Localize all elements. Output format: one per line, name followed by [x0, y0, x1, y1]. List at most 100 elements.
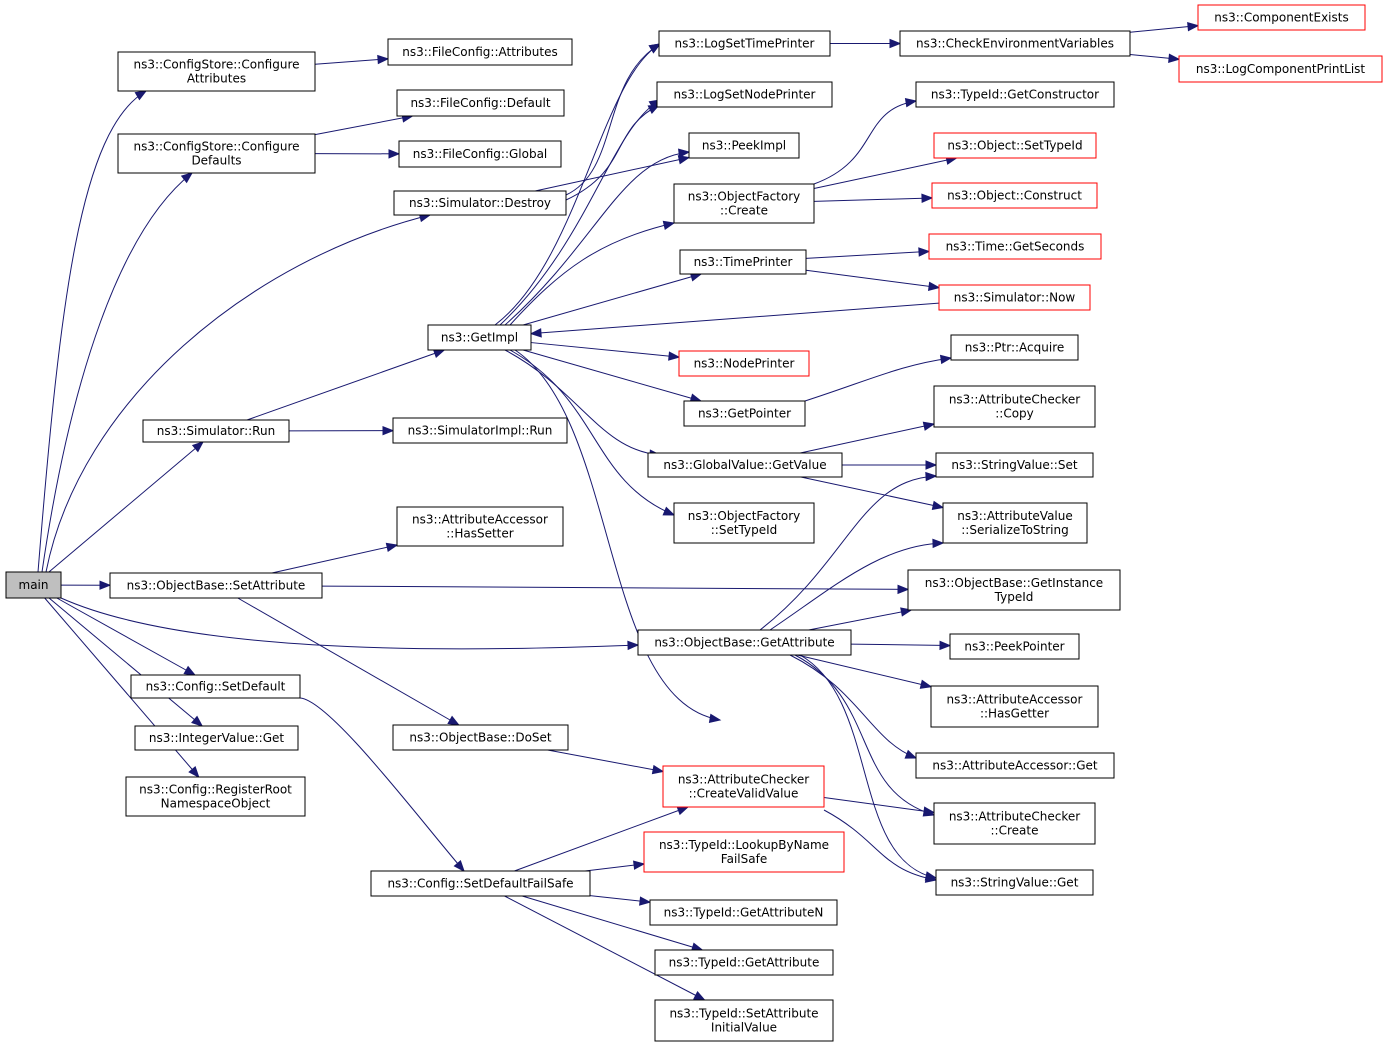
node-aa-hasgetter[interactable]: ns3::AttributeAccessor::HasGetter [930, 685, 1099, 728]
node-box-log-settp[interactable] [658, 30, 831, 57]
node-box-cs-def[interactable] [117, 133, 316, 174]
node-box-aa-get[interactable] [915, 752, 1115, 779]
node-box-aa-hassetter[interactable] [396, 506, 564, 547]
node-of-create[interactable]: ns3::ObjectFactory::Create [673, 183, 815, 224]
node-ob-getattr[interactable]: ns3::ObjectBase::GetAttribute [637, 629, 852, 656]
node-simimpl-run[interactable]: ns3::SimulatorImpl::Run [392, 417, 568, 444]
node-box-tid-getattrn[interactable] [649, 899, 838, 926]
node-box-sim-run[interactable] [142, 419, 290, 443]
node-aa-get[interactable]: ns3::AttributeAccessor::Get [915, 752, 1115, 779]
node-getimpl[interactable]: ns3::GetImpl [427, 324, 532, 351]
node-box-aa-hasgetter[interactable] [930, 685, 1099, 728]
node-box-log-setnp[interactable] [656, 81, 833, 108]
node-box-obj-construct[interactable] [931, 182, 1098, 209]
node-ptr-acquire[interactable]: ns3::Ptr::Acquire [950, 334, 1079, 361]
node-sim-now[interactable]: ns3::Simulator::Now [938, 284, 1091, 311]
node-fc-def[interactable]: ns3::FileConfig::Default [396, 89, 565, 117]
node-box-int-get[interactable] [134, 725, 299, 751]
node-box-cfg-regroot[interactable] [125, 776, 306, 817]
node-tid-getattrn[interactable]: ns3::TypeId::GetAttributeN [649, 899, 838, 926]
node-box-ac-copy[interactable] [933, 385, 1096, 428]
node-box-tid-getctor[interactable] [915, 81, 1115, 108]
node-box-check-env[interactable] [899, 30, 1131, 57]
node-ac-create[interactable]: ns3::AttributeChecker::Create [933, 802, 1096, 845]
node-box-time-getsec[interactable] [928, 233, 1102, 260]
node-obj-settypeid[interactable]: ns3::Object::SetTypeId [933, 132, 1097, 159]
node-box-ob-doset[interactable] [392, 724, 569, 751]
node-box-cs-attr[interactable] [117, 51, 316, 92]
node-box-gv-getvalue[interactable] [647, 452, 843, 478]
node-box-sv-set[interactable] [935, 452, 1094, 478]
node-aa-hassetter[interactable]: ns3::AttributeAccessor::HasSetter [396, 506, 564, 547]
node-box-ac-create[interactable] [933, 802, 1096, 845]
node-box-obj-settypeid[interactable] [933, 132, 1097, 159]
node-box-peekpointer[interactable] [949, 633, 1080, 660]
node-box-simimpl-run[interactable] [392, 417, 568, 444]
node-box-ac-createvalid[interactable] [662, 765, 825, 808]
node-int-get[interactable]: ns3::IntegerValue::Get [134, 725, 299, 751]
node-peekimpl[interactable]: ns3::PeekImpl [688, 132, 800, 159]
node-box-cfg-setdeffs[interactable] [370, 870, 591, 897]
node-ob-doset[interactable]: ns3::ObjectBase::DoSet [392, 724, 569, 751]
node-box-ob-getinst[interactable] [907, 569, 1121, 611]
node-timeprinter[interactable]: ns3::TimePrinter [679, 249, 807, 275]
node-fc-attr[interactable]: ns3::FileConfig::Attributes [387, 38, 573, 66]
node-ob-setattr[interactable]: ns3::ObjectBase::SetAttribute [109, 572, 323, 599]
node-box-ptr-acquire[interactable] [950, 334, 1079, 361]
node-peekpointer[interactable]: ns3::PeekPointer [949, 633, 1080, 660]
node-log-setnp[interactable]: ns3::LogSetNodePrinter [656, 81, 833, 108]
node-box-sim-now[interactable] [938, 284, 1091, 311]
node-box-main[interactable] [5, 571, 62, 599]
node-fc-glob[interactable]: ns3::FileConfig::Global [398, 140, 562, 168]
node-nodeprinter[interactable]: ns3::NodePrinter [678, 350, 810, 377]
node-check-env[interactable]: ns3::CheckEnvironmentVariables [899, 30, 1131, 57]
node-box-av-serialize[interactable] [942, 502, 1088, 544]
node-box-peekimpl[interactable] [688, 132, 800, 159]
node-box-of-settypeid[interactable] [673, 502, 815, 544]
node-box-cfg-setdef[interactable] [130, 674, 301, 699]
node-log-settp[interactable]: ns3::LogSetTimePrinter [658, 30, 831, 57]
node-cfg-setdeffs[interactable]: ns3::Config::SetDefaultFailSafe [370, 870, 591, 897]
node-time-getsec[interactable]: ns3::Time::GetSeconds [928, 233, 1102, 260]
node-of-settypeid[interactable]: ns3::ObjectFactory::SetTypeId [673, 502, 815, 544]
node-sv-get[interactable]: ns3::StringValue::Get [935, 869, 1094, 896]
node-box-getimpl[interactable] [427, 324, 532, 351]
node-av-serialize[interactable]: ns3::AttributeValue::SerializeToString [942, 502, 1088, 544]
node-box-ob-setattr[interactable] [109, 572, 323, 599]
node-tid-getctor[interactable]: ns3::TypeId::GetConstructor [915, 81, 1115, 108]
node-sv-set[interactable]: ns3::StringValue::Set [935, 452, 1094, 478]
node-box-fc-def[interactable] [396, 89, 565, 117]
node-box-tid-setattrinit[interactable] [654, 999, 834, 1042]
node-gv-getvalue[interactable]: ns3::GlobalValue::GetValue [647, 452, 843, 478]
node-ac-copy[interactable]: ns3::AttributeChecker::Copy [933, 385, 1096, 428]
node-obj-construct[interactable]: ns3::Object::Construct [931, 182, 1098, 209]
node-box-ob-getattr[interactable] [637, 629, 852, 656]
node-ac-createvalid[interactable]: ns3::AttributeChecker::CreateValidValue [662, 765, 825, 808]
node-box-comp-exists[interactable] [1197, 4, 1366, 31]
node-box-sv-get[interactable] [935, 869, 1094, 896]
node-cfg-setdef[interactable]: ns3::Config::SetDefault [130, 674, 301, 699]
node-box-tid-getattr[interactable] [654, 949, 834, 976]
node-log-comp-print[interactable]: ns3::LogComponentPrintList [1178, 55, 1383, 83]
node-box-nodeprinter[interactable] [678, 350, 810, 377]
node-box-tid-lookup[interactable] [643, 831, 845, 873]
node-sim-run[interactable]: ns3::Simulator::Run [142, 419, 290, 443]
node-box-timeprinter[interactable] [679, 249, 807, 275]
node-box-sim-destroy[interactable] [393, 190, 567, 216]
node-comp-exists[interactable]: ns3::ComponentExists [1197, 4, 1366, 31]
node-box-of-create[interactable] [673, 183, 815, 224]
node-sim-destroy[interactable]: ns3::Simulator::Destroy [393, 190, 567, 216]
node-tid-getattr[interactable]: ns3::TypeId::GetAttribute [654, 949, 834, 976]
node-box-fc-attr[interactable] [387, 38, 573, 66]
node-box-log-comp-print[interactable] [1178, 55, 1383, 83]
node-box-getpointer[interactable] [683, 400, 806, 427]
node-box-fc-glob[interactable] [398, 140, 562, 168]
node-getpointer[interactable]: ns3::GetPointer [683, 400, 806, 427]
node-main[interactable]: main [5, 571, 62, 599]
